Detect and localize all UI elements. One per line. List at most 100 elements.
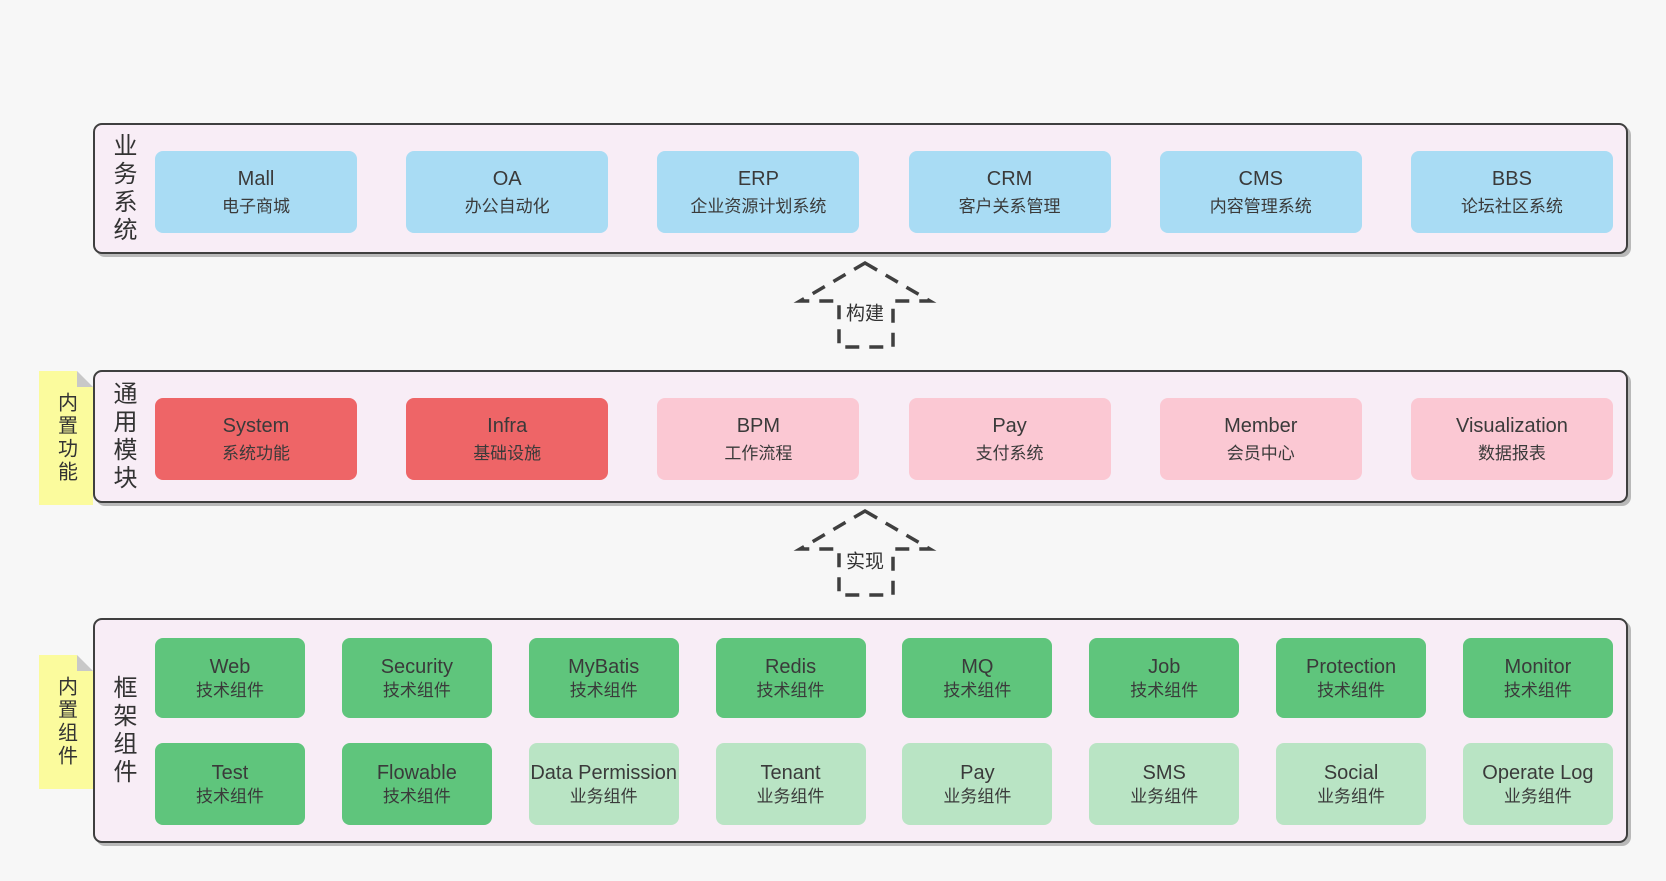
box-desc: 技术组件 [943,680,1012,700]
box-desc: 企业资源计划系统 [690,197,827,217]
box-mall: Mall 电子商城 [155,151,357,233]
box-redis: Redis 技术组件 [715,638,866,718]
box-desc: 业务组件 [1317,786,1386,806]
box-pay-business: Pay 业务组件 [902,743,1053,825]
box-crm: CRM 客户关系管理 [908,151,1111,233]
band-framework-components: 框架组件 Web 技术组件 Security 技术组件 MyBatis 技术组件… [93,618,1628,843]
arrow-up-build: 构建 [790,257,940,351]
box-desc: 数据报表 [1477,444,1546,464]
box-desc: 系统功能 [222,444,290,464]
box-data-permission: Data Permission 业务组件 [528,743,679,825]
box-desc: 支付系统 [975,444,1044,464]
common-modules-row: System 系统功能 Infra 基础设施 BPM 工作流程 Pay 支付系统… [155,398,1613,480]
box-name: CRM [986,168,1033,191]
box-name: CMS [1238,168,1283,191]
box-desc: 技术组件 [382,680,451,700]
box-visualization: Visualization 数据报表 [1410,398,1613,480]
box-protection: Protection 技术组件 [1276,638,1427,718]
arrow-label-implement: 实现 [842,545,888,575]
box-name: Data Permission [530,761,678,784]
box-desc: 内容管理系统 [1209,197,1312,217]
box-name: Test [211,761,249,784]
box-bpm: BPM 工作流程 [657,398,860,480]
box-desc: 技术组件 [196,786,264,806]
box-name: SMS [1142,761,1186,784]
box-desc: 业务组件 [569,786,638,806]
box-name: Monitor [1504,655,1572,678]
box-name: Member [1224,415,1298,438]
box-desc: 技术组件 [569,680,638,700]
box-name: BBS [1491,168,1532,191]
box-name: MQ [961,655,994,678]
box-name: BPM [736,415,781,438]
box-system: System 系统功能 [155,398,357,480]
framework-row-2: Test 技术组件 Flowable 技术组件 Data Permission … [155,743,1613,825]
box-desc: 会员中心 [1226,444,1295,464]
box-name: Infra [487,415,528,438]
box-name: Redis [764,655,817,678]
box-tenant: Tenant 业务组件 [715,743,866,825]
box-desc: 技术组件 [382,786,451,806]
box-security: Security 技术组件 [341,638,492,718]
band-label-common-modules: 通用模块 [109,380,136,493]
band-label-business-systems: 业务系统 [109,132,136,245]
box-job: Job 技术组件 [1089,638,1240,718]
box-operate-log: Operate Log 业务组件 [1462,743,1613,825]
box-mq: MQ 技术组件 [902,638,1053,718]
box-name: MyBatis [568,655,640,678]
box-name: Pay [992,415,1027,438]
box-sms: SMS 业务组件 [1089,743,1240,825]
box-name: ERP [737,168,779,191]
box-name: Job [1148,655,1181,678]
box-mybatis: MyBatis 技术组件 [528,638,679,718]
box-name: OA [492,168,522,191]
box-desc: 论坛社区系统 [1460,197,1563,217]
box-desc: 电子商城 [222,197,290,217]
box-name: System [222,415,290,438]
box-erp: ERP 企业资源计划系统 [657,151,860,233]
box-infra: Infra 基础设施 [406,398,609,480]
box-name: Mall [237,168,275,191]
box-desc: 技术组件 [1130,680,1199,700]
box-test: Test 技术组件 [155,743,305,825]
box-social: Social 业务组件 [1276,743,1427,825]
box-name: Security [380,655,453,678]
box-desc: 基础设施 [473,444,542,464]
box-desc: 客户关系管理 [958,197,1061,217]
box-desc: 办公自动化 [464,197,550,217]
band-common-modules: 通用模块 System 系统功能 Infra 基础设施 BPM 工作流程 Pay… [93,370,1628,503]
arrow-up-implement: 实现 [790,505,940,599]
box-desc: 技术组件 [756,680,825,700]
box-name: Visualization [1455,415,1568,438]
box-web: Web 技术组件 [155,638,305,718]
box-flowable: Flowable 技术组件 [341,743,492,825]
band-label-framework-components: 框架组件 [109,674,136,787]
dashed-up-arrow-icon [793,260,937,349]
box-monitor: Monitor 技术组件 [1462,638,1613,718]
box-name: Social [1323,761,1379,784]
box-desc: 业务组件 [1503,786,1572,806]
box-cms: CMS 内容管理系统 [1159,151,1362,233]
arrow-label-build: 构建 [842,297,888,327]
business-systems-row: Mall 电子商城 OA 办公自动化 ERP 企业资源计划系统 CRM 客户关系… [155,151,1613,233]
band-business-systems: 业务系统 Mall 电子商城 OA 办公自动化 ERP 企业资源计划系统 CRM… [93,123,1628,254]
box-desc: 工作流程 [724,444,793,464]
box-name: Flowable [376,761,457,784]
box-name: Protection [1306,655,1397,678]
box-desc: 技术组件 [1503,680,1572,700]
box-name: Pay [960,761,995,784]
box-oa: OA 办公自动化 [406,151,609,233]
box-name: Web [209,655,251,678]
box-name: Tenant [760,761,821,784]
framework-row-1: Web 技术组件 Security 技术组件 MyBatis 技术组件 Redi… [155,638,1613,718]
box-pay: Pay 支付系统 [908,398,1111,480]
box-bbs: BBS 论坛社区系统 [1410,151,1613,233]
box-member: Member 会员中心 [1159,398,1362,480]
sticky-note-built-in-components: 内置组件 [39,655,93,789]
box-desc: 业务组件 [756,786,825,806]
dashed-up-arrow-icon [793,508,937,597]
box-desc: 业务组件 [1130,786,1199,806]
box-name: Operate Log [1482,761,1594,784]
sticky-note-built-in-features: 内置功能 [39,371,93,505]
